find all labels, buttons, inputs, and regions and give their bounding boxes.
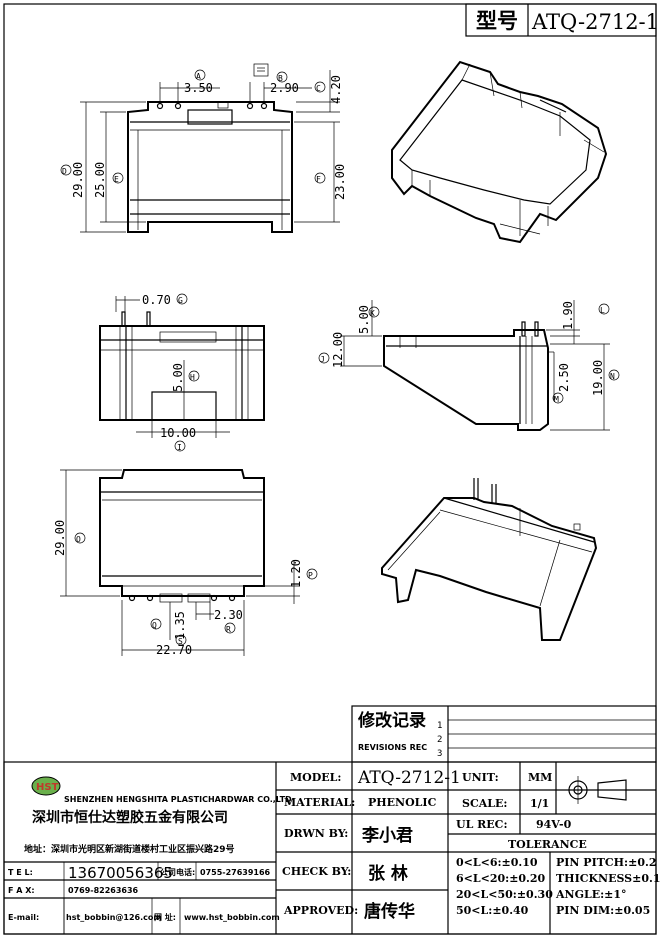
dim-f: 23.00 bbox=[333, 164, 347, 200]
check-label: CHECK BY: bbox=[282, 865, 351, 878]
dim-h: 5.00 bbox=[171, 363, 185, 392]
tolerance-right-row: PIN PITCH:±0.2 bbox=[556, 856, 656, 869]
unit-label: UNIT: bbox=[462, 771, 499, 784]
bottom-view: 29.00 O 1.20 P 1.35 Q 2.30 R 22.70 S bbox=[53, 469, 318, 657]
marker-p: P bbox=[308, 571, 313, 580]
approved-value: 唐传华 bbox=[364, 901, 415, 922]
type-label: 型号 bbox=[476, 8, 518, 33]
isometric-view-top bbox=[391, 60, 608, 244]
marker-e: E bbox=[114, 175, 119, 184]
company-name-en: SHENZHEN HENGSHITA PLASTICHARDWAR CO.,LT… bbox=[64, 795, 292, 804]
check-value: 张 林 bbox=[368, 863, 408, 884]
material-label: MATERIAL: bbox=[284, 796, 355, 809]
revisions-title-en: REVISIONS REC bbox=[358, 743, 427, 752]
web-label: 网 址: bbox=[154, 912, 176, 922]
title-block: MODEL: ATQ-2712-1 MATERIAL: PHENOLIC DRW… bbox=[3, 761, 660, 935]
tel-value: 13670056365 bbox=[68, 864, 173, 882]
dim-n: 19.00 bbox=[591, 360, 605, 396]
dim-l: 1.90 bbox=[561, 301, 575, 330]
drawn-label: DRWN BY: bbox=[284, 827, 348, 840]
projection-symbol-icon bbox=[564, 776, 627, 804]
marker-g: G bbox=[178, 296, 183, 305]
dim-i: 10.00 bbox=[160, 426, 196, 440]
model-label: MODEL: bbox=[290, 771, 341, 784]
tolerance-right-row: THICKNESS±0.15 bbox=[556, 872, 660, 885]
marker-c: C bbox=[316, 84, 321, 93]
email-value: hst_bobbin@126.com bbox=[66, 913, 162, 922]
dim-b: 2.90 bbox=[270, 81, 299, 95]
marker-f: F bbox=[316, 175, 321, 184]
model-number: ATQ-2712-1 bbox=[531, 10, 659, 34]
company-name-cn: 深圳市恒仕达塑胶五金有限公司 bbox=[32, 809, 228, 826]
scale-label: SCALE: bbox=[462, 797, 507, 810]
tolerance-right-row: ANGLE:±1° bbox=[555, 888, 627, 901]
fax-value: 0769-82263636 bbox=[68, 886, 139, 895]
svg-text:HST: HST bbox=[36, 782, 59, 793]
dim-e: 25.00 bbox=[93, 162, 107, 198]
model-value: ATQ-2712-1 bbox=[357, 768, 461, 788]
tolerance-row: 50<L:±0.40 bbox=[456, 904, 529, 917]
revision-mark-3: 3 bbox=[437, 749, 442, 759]
marker-n: N bbox=[610, 372, 615, 381]
dim-g: 0.70 bbox=[142, 293, 171, 307]
tolerance-row: 6<L<20:±0.20 bbox=[456, 872, 546, 885]
dim-a: 3.50 bbox=[184, 81, 213, 95]
marker-q: Q bbox=[152, 621, 157, 630]
isometric-view-bottom bbox=[381, 478, 598, 641]
tel-label: T E L: bbox=[8, 868, 33, 877]
side-view: 12.00 J 5.00 K 1.90 L 2.50 M 19.00 N bbox=[318, 300, 620, 431]
marker-r: R bbox=[226, 625, 231, 634]
marker-h: H bbox=[190, 373, 195, 382]
phone-value: 0755-27639166 bbox=[200, 868, 271, 877]
company-section: HST SHENZHEN HENGSHITA PLASTICHARDWAR CO… bbox=[4, 776, 292, 934]
marker-s: S bbox=[178, 637, 183, 646]
approved-label: APPROVED: bbox=[283, 904, 358, 917]
marker-k: K bbox=[370, 309, 375, 318]
material-value: PHENOLIC bbox=[368, 796, 437, 809]
scale-value: 1/1 bbox=[530, 797, 549, 810]
dim-q: 1.35 bbox=[173, 611, 187, 640]
tolerance-right-row: PIN DIM:±0.05 bbox=[556, 904, 650, 917]
unit-value: MM bbox=[528, 771, 552, 784]
marker-d: D bbox=[62, 167, 67, 176]
company-logo: HST bbox=[31, 776, 61, 796]
revision-mark-2: 2 bbox=[437, 735, 442, 745]
revisions-title-cn: 修改记录 bbox=[357, 710, 426, 731]
top-view: 3.50 A 2.90 B 4.20 C 29.00 D 25.00 E 23.… bbox=[60, 63, 347, 233]
marker-o: O bbox=[76, 535, 81, 544]
dim-k: 5.00 bbox=[357, 305, 371, 334]
dim-p: 1.20 bbox=[289, 559, 303, 588]
ul-label: UL REC: bbox=[456, 818, 508, 831]
marker-i: I bbox=[177, 443, 182, 452]
marker-j: J bbox=[320, 355, 325, 364]
dim-d: 29.00 bbox=[71, 162, 85, 198]
company-address: 地址：深圳市光明区新湖街道楼村工业区振兴路29号 bbox=[24, 843, 235, 855]
marker-l: L bbox=[600, 306, 605, 315]
dim-r: 2.30 bbox=[214, 608, 243, 622]
dim-m: 2.50 bbox=[557, 363, 571, 392]
revisions-block: 修改记录 REVISIONS REC 1 2 3 bbox=[351, 705, 657, 763]
fax-label: F A X: bbox=[8, 886, 35, 895]
marker-a: A bbox=[196, 72, 201, 81]
marker-b: B bbox=[278, 74, 283, 83]
tolerance-row: 20<L<50:±0.30 bbox=[456, 888, 553, 901]
tolerance-title: TOLERANCE bbox=[508, 838, 587, 851]
model-header: 型号 ATQ-2712-1 bbox=[465, 3, 659, 37]
tolerance-row: 0<L<6:±0.10 bbox=[456, 856, 538, 869]
email-label: E-mail: bbox=[8, 913, 39, 922]
copy-icon bbox=[253, 63, 269, 77]
marker-m: M bbox=[554, 395, 559, 404]
ul-value: 94V-0 bbox=[536, 818, 572, 831]
dim-o: 29.00 bbox=[53, 520, 67, 556]
web-value: www.hst_bobbin.com bbox=[184, 913, 280, 922]
phone-label: 公司电话: bbox=[160, 867, 195, 877]
dim-j: 12.00 bbox=[331, 332, 345, 368]
front-view: 0.70 G 5.00 H 10.00 I bbox=[99, 293, 265, 452]
dim-c: 4.20 bbox=[329, 75, 343, 104]
revision-mark-1: 1 bbox=[437, 721, 442, 731]
dim-s: 22.70 bbox=[156, 643, 192, 657]
drawn-value: 李小君 bbox=[362, 825, 413, 846]
